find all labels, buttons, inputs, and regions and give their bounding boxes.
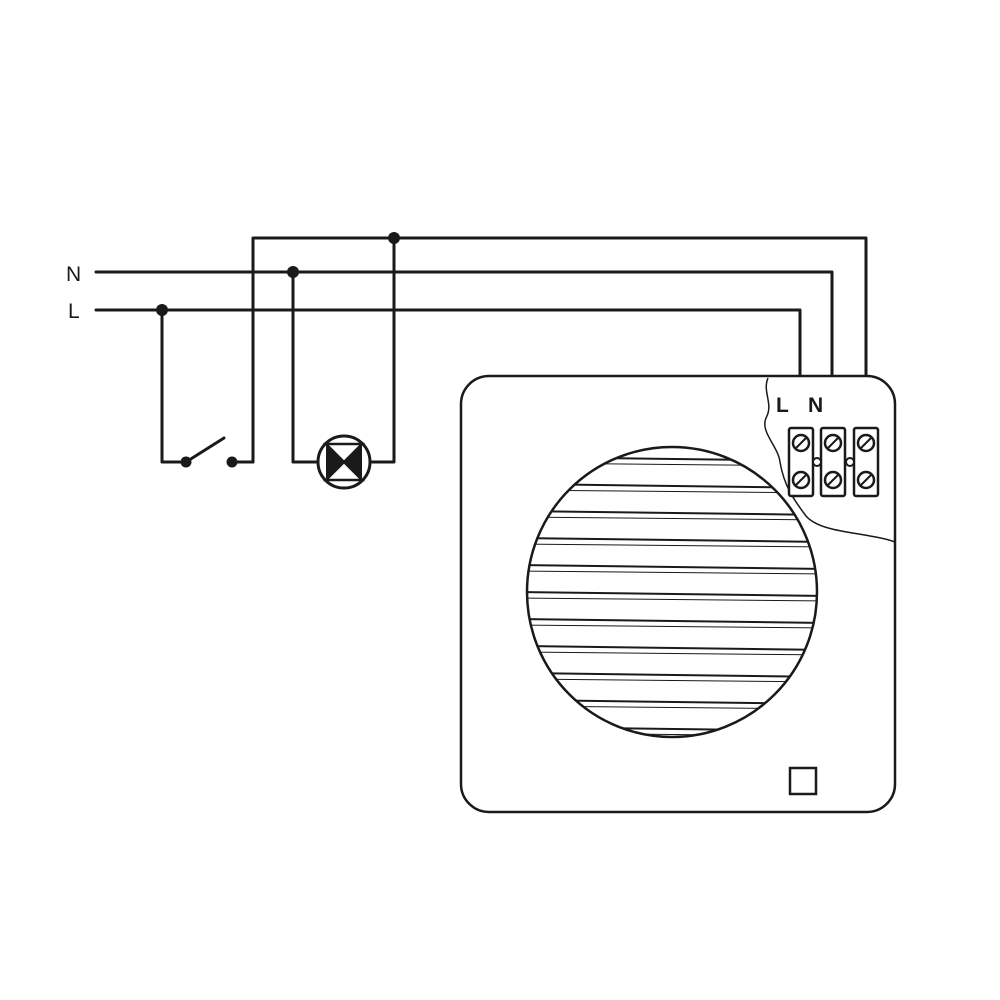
terminal-screws [791, 433, 876, 490]
switch-contact [180, 456, 192, 468]
fan-grille [525, 445, 819, 739]
junction-dot [388, 232, 400, 244]
indicator-square [788, 766, 818, 796]
switch-lever [184, 436, 226, 464]
terminal-hole [845, 457, 855, 467]
wire-switch-branch [160, 308, 188, 464]
label-supply-neutral: N [66, 263, 81, 286]
junction-dot [287, 266, 299, 278]
wire-switched-live [251, 236, 868, 464]
switch-contact [226, 456, 238, 468]
label-supply-live: L [68, 300, 80, 323]
wire-lamp-return [368, 236, 396, 464]
terminal-hole [812, 457, 822, 467]
label-terminal-neutral: N [808, 394, 823, 417]
junction-dot [156, 304, 168, 316]
label-terminal-live: L [776, 394, 789, 417]
lamp-icon [316, 434, 372, 490]
wire-lamp-branch [291, 270, 320, 464]
